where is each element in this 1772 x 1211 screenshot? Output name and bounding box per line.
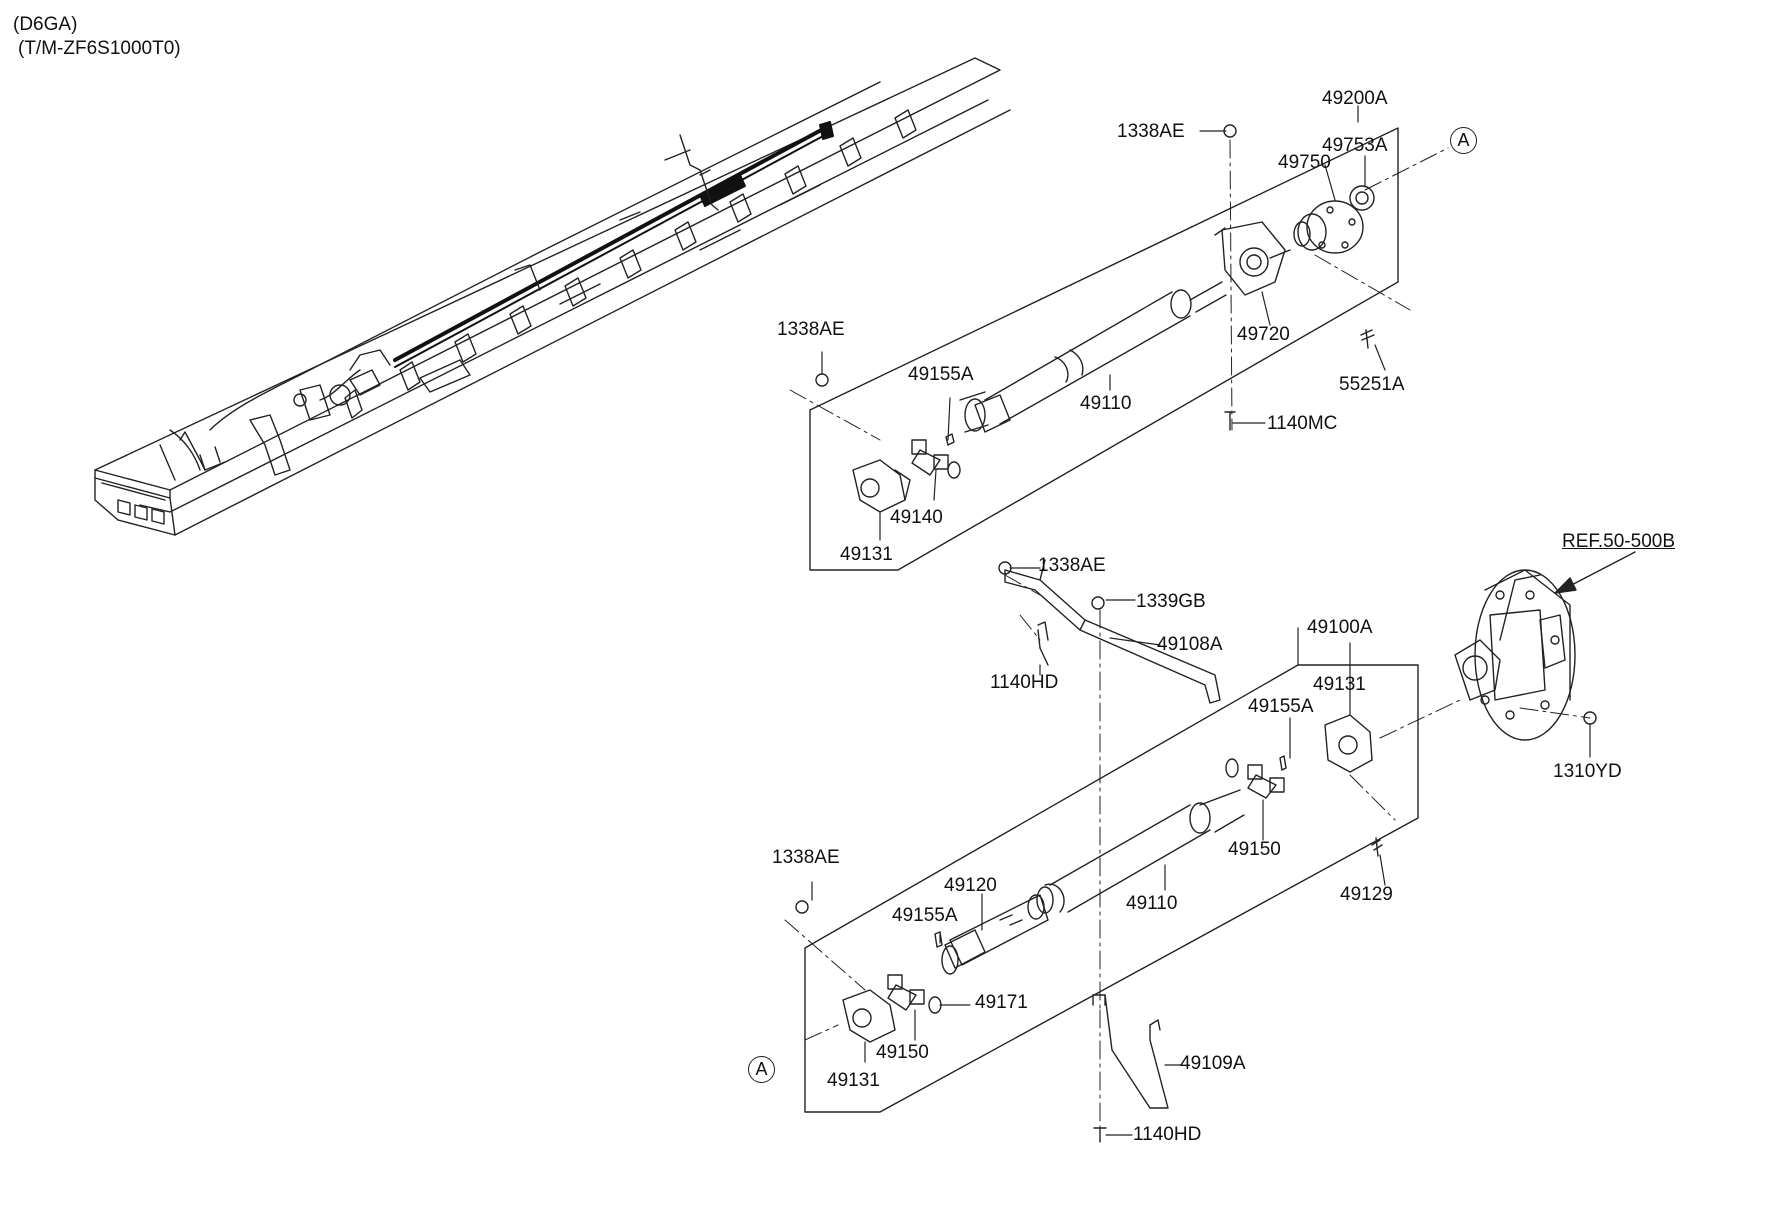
marker-a-upper: A bbox=[1450, 127, 1477, 154]
part-label[interactable]: 49109A bbox=[1180, 1053, 1246, 1074]
upper-shaft-yoke bbox=[960, 392, 1010, 432]
part-label[interactable]: 1140HD bbox=[1133, 1124, 1202, 1145]
part-label[interactable]: 1140MC bbox=[1267, 413, 1338, 434]
differential-housing bbox=[1455, 570, 1575, 740]
driveshaft-on-frame-detail bbox=[350, 135, 718, 370]
companion-flange bbox=[1294, 201, 1363, 253]
part-label[interactable]: 49100A bbox=[1307, 617, 1373, 638]
part-label[interactable]: 1338AE bbox=[777, 319, 845, 340]
upper-shaft-tube bbox=[985, 282, 1226, 424]
upper-guide-lines bbox=[790, 140, 1448, 440]
part-label[interactable]: 49150 bbox=[876, 1042, 929, 1063]
part-label[interactable]: 1140HD bbox=[990, 672, 1059, 693]
part-label[interactable]: 49129 bbox=[1340, 884, 1393, 905]
part-label[interactable]: 1310YD bbox=[1553, 761, 1622, 782]
transmission-code: (T/M-ZF6S1000T0) bbox=[18, 38, 181, 59]
part-label[interactable]: 49120 bbox=[944, 875, 997, 896]
lower-snap-ring bbox=[929, 997, 941, 1013]
slip-yoke bbox=[950, 895, 1048, 965]
part-label[interactable]: 1338AE bbox=[772, 847, 840, 868]
part-label[interactable]: 49750 bbox=[1278, 152, 1331, 173]
right-universal-joint bbox=[1226, 759, 1284, 798]
lower-slip-yoke-end bbox=[942, 930, 985, 974]
part-label[interactable]: 49753A bbox=[1322, 135, 1388, 156]
reference-link[interactable]: REF.50-500B bbox=[1562, 531, 1676, 552]
chassis-frame-drawing bbox=[95, 58, 1010, 535]
part-label[interactable]: 1338AE bbox=[1117, 121, 1185, 142]
leader-lines bbox=[812, 106, 1590, 1135]
model-code: (D6GA) bbox=[13, 14, 78, 35]
lower-guide-lines bbox=[785, 700, 1590, 1128]
upper-flange-yoke bbox=[853, 460, 910, 512]
part-label[interactable]: 49155A bbox=[908, 364, 974, 385]
part-label[interactable]: 49155A bbox=[892, 905, 958, 926]
part-label[interactable]: 49155A bbox=[1248, 696, 1314, 717]
upper-assembly-outline bbox=[810, 128, 1398, 570]
part-label[interactable]: 49140 bbox=[890, 507, 943, 528]
part-label[interactable]: 1338AE bbox=[1038, 555, 1106, 576]
part-label[interactable]: 55251A bbox=[1339, 374, 1405, 395]
lower-shaft-tube bbox=[1037, 790, 1244, 913]
lower-flange-yoke bbox=[843, 990, 895, 1042]
driveshaft-on-frame bbox=[395, 122, 833, 367]
right-flange-yoke bbox=[1325, 715, 1372, 772]
marker-a-lower: A bbox=[748, 1056, 775, 1083]
part-label[interactable]: 49131 bbox=[827, 1070, 880, 1091]
lower-universal-joint bbox=[888, 975, 924, 1010]
part-label[interactable]: 49200A bbox=[1322, 88, 1388, 109]
center-bearing-bracket bbox=[1215, 222, 1290, 295]
flange-nut bbox=[1350, 186, 1374, 210]
part-label[interactable]: 49110 bbox=[1080, 393, 1132, 414]
mid-guide-lines bbox=[1005, 575, 1100, 1010]
part-label[interactable]: 49171 bbox=[975, 992, 1028, 1013]
part-label[interactable]: 49131 bbox=[840, 544, 893, 565]
ref-arrow bbox=[1555, 552, 1635, 593]
part-label[interactable]: 49108A bbox=[1157, 634, 1223, 655]
part-label[interactable]: 49720 bbox=[1237, 324, 1290, 345]
part-label[interactable]: 49131 bbox=[1313, 674, 1366, 695]
part-label[interactable]: 49110 bbox=[1126, 893, 1178, 914]
part-label[interactable]: 49150 bbox=[1228, 839, 1281, 860]
upper-universal-joint bbox=[912, 440, 960, 478]
part-label[interactable]: 1339GB bbox=[1136, 591, 1206, 612]
bottom-strap bbox=[1093, 995, 1168, 1108]
lower-fasteners bbox=[796, 630, 1596, 1142]
mid-mounting-bracket bbox=[999, 560, 1220, 703]
